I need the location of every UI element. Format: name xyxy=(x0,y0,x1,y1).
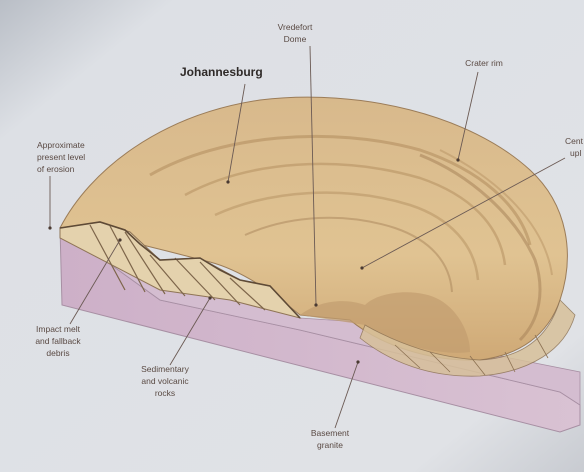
label-sedimentary-line2: and volcanic xyxy=(141,376,189,386)
label-central-line1: Cent xyxy=(565,136,584,146)
label-erosion-line3: of erosion xyxy=(37,164,75,174)
label-sedimentary-line3: rocks xyxy=(155,388,175,398)
label-vredefort-line1: Vredefort xyxy=(278,22,313,32)
label-basement-line1: Basement xyxy=(311,428,350,438)
label-impact-line2: and fallback xyxy=(35,336,81,346)
label-impact-line1: Impact melt xyxy=(36,324,81,334)
label-central-line2: upl xyxy=(570,148,581,158)
label-sedimentary-line1: Sedimentary xyxy=(141,364,189,374)
label-crater-rim: Crater rim xyxy=(465,58,503,68)
label-crater-rim-text: Crater rim xyxy=(465,58,503,68)
label-impact-line3: debris xyxy=(46,348,69,358)
title-johannesburg: Johannesburg xyxy=(180,65,263,79)
label-erosion-line1: Approximate xyxy=(37,140,85,150)
label-basement-line2: granite xyxy=(317,440,343,450)
label-vredefort-line2: Dome xyxy=(284,34,307,44)
label-erosion-line2: present level xyxy=(37,152,85,162)
